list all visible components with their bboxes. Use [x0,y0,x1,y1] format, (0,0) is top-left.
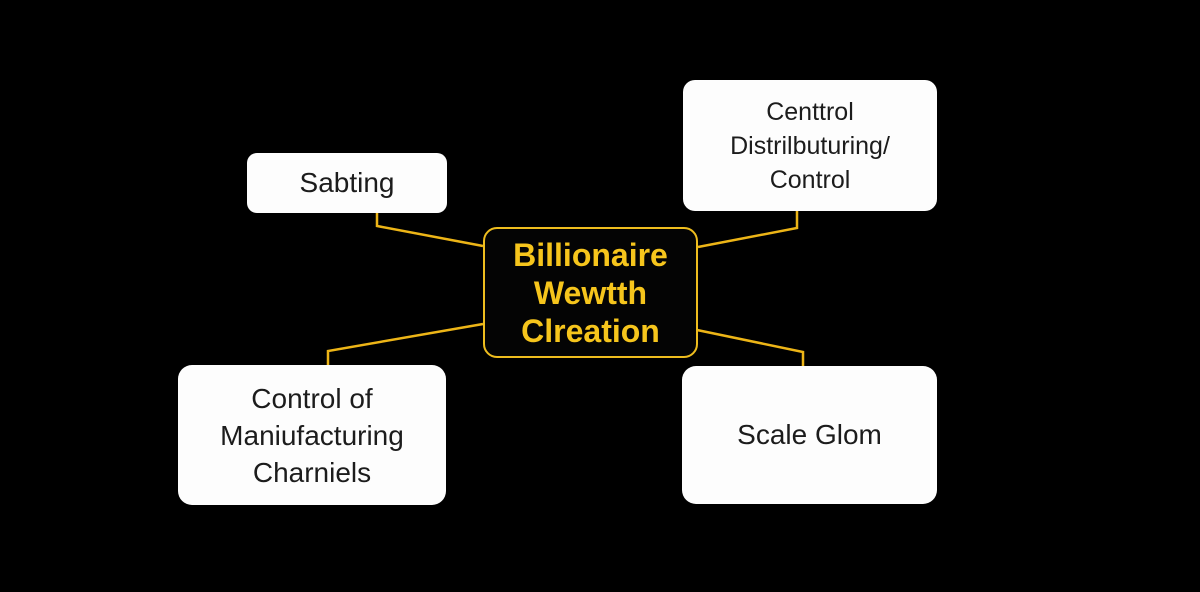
node-central-distribution-control[interactable]: Centtrol Distrilbuturing/ Control [683,80,937,211]
connector-distribution-to-central [697,210,799,249]
node-billionaire-wealth-creation[interactable]: Billionaire Wewtth Clreation [483,227,698,358]
connector-sabting-to-central [375,211,484,248]
node-manufacturing-label: Control of Maniufacturing Charniels [220,382,404,488]
node-scale-glom[interactable]: Scale Glom [682,366,937,504]
connector-central-to-scale [696,328,805,367]
node-central-label: Billionaire Wewtth Clreation [513,236,668,349]
node-sabting[interactable]: Sabting [247,153,447,213]
node-distribution-label: Centtrol Distrilbuturing/ Control [730,97,890,194]
node-scale-label: Scale Glom [737,419,882,450]
node-control-of-manufacturing-channels[interactable]: Control of Maniufacturing Charniels [178,365,446,505]
node-sabting-label: Sabting [299,167,395,198]
connector-central-to-manufacturing [326,322,484,366]
